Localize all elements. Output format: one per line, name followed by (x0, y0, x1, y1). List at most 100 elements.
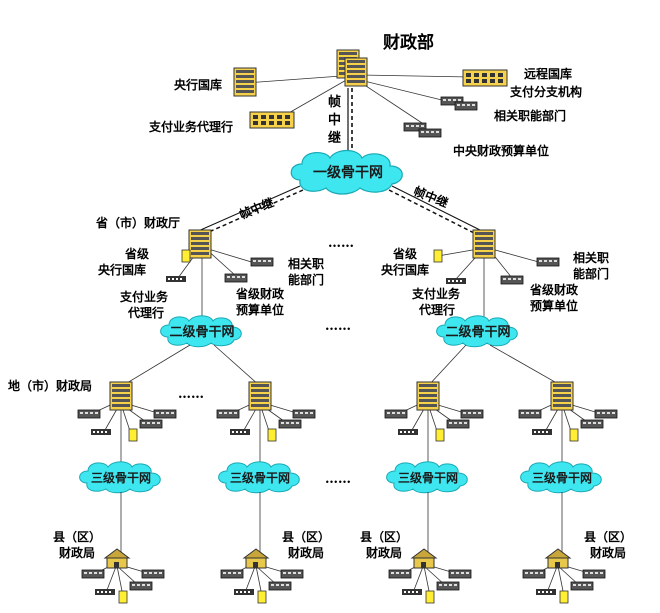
county-title-line1: 县（区） (282, 529, 330, 544)
provincial-dept-unit-icon (250, 257, 274, 267)
city-agent-icon (532, 429, 552, 435)
provincial-budget-label-1: 省级财政 (235, 286, 285, 301)
provincial-ellipsis: …… (328, 236, 354, 251)
county-finance-house-icon (104, 548, 130, 569)
provincial-bank-label-1: 省级 (124, 246, 149, 261)
county-agent-icon (402, 589, 422, 595)
county-unit-icon (141, 569, 165, 579)
provincial-dept-unit-icon (536, 257, 560, 267)
city-unit-icon (594, 409, 618, 419)
provincial-payment-agent-icon (166, 276, 186, 282)
provincial-agent-label-2: 代理行 (127, 305, 164, 320)
county-title-line2: 财政局 (287, 545, 324, 560)
top-links (244, 74, 471, 126)
county-bank-icon (118, 590, 128, 604)
provincial-budget-label-1: 省级财政 (529, 282, 579, 297)
county-bank-icon (257, 590, 267, 604)
city-agent-icon (398, 429, 418, 435)
province-to-city-links (121, 344, 563, 387)
provincial-finance-building-icon (188, 229, 212, 259)
relay-right-label: 帧中继 (411, 183, 450, 210)
related-dept-label: 相关职能部门 (494, 108, 566, 123)
city-bank-icon (128, 428, 138, 442)
provincial-bank-label-2: 央行国库 (98, 262, 146, 277)
city-finance-building-icon (248, 381, 272, 411)
county-bank-icon (559, 590, 569, 604)
central-bank-building-icon (233, 67, 257, 97)
county-agent-icon (234, 589, 254, 595)
level1-backbone-label: 一级骨干网 (313, 164, 383, 181)
city-unit-icon (580, 419, 604, 429)
city-unit-icon (292, 409, 316, 419)
mid-ellipsis: …… (325, 319, 351, 334)
relay-left-label: 帧中继 (237, 195, 276, 222)
city-ellipsis-left: …… (178, 387, 204, 402)
relay-links-to-provinces (195, 185, 485, 237)
county-finance-house-icon (545, 548, 571, 569)
provincial-budget-unit-icon (500, 275, 524, 285)
provincial-budget-label-2: 预算单位 (236, 302, 284, 317)
central-budget-unit-icon (418, 128, 442, 138)
finance-ministry-building-icon (344, 57, 368, 87)
central-bank-label: 央行国库 (174, 77, 222, 92)
county-unit-icon (436, 581, 460, 591)
provincial-agent-label-2: 代理行 (418, 302, 455, 317)
city-agent-icon (230, 429, 250, 435)
city-title: 地（市）财政局 (8, 378, 92, 393)
relay-char: 中 (328, 112, 341, 128)
county-title-line2: 财政局 (58, 545, 95, 560)
central-budget-label: 中央财政预算单位 (453, 143, 549, 158)
city-finance-building-icon (550, 381, 574, 411)
related-dept-unit-icon (454, 101, 478, 111)
provincial-dept-label-1: 相关职 (288, 256, 324, 271)
provincial-bank-label-1: 省级 (392, 246, 417, 261)
county-agent-icon (95, 589, 115, 595)
county-title-line1: 县（区） (53, 529, 101, 544)
city-unit-icon (446, 419, 470, 429)
county-unit-icon (220, 569, 244, 579)
provincial-bank-icon (433, 249, 443, 263)
county-title-line2: 财政局 (589, 545, 626, 560)
city-unit-icon (153, 409, 177, 419)
county-title-line2: 财政局 (365, 545, 402, 560)
city-unit-icon (278, 419, 302, 429)
county-unit-icon (268, 581, 292, 591)
county-agent-icon (536, 589, 556, 595)
remote-treasury-label-1: 远程国库 (524, 66, 572, 81)
county-ellipsis: …… (325, 472, 351, 487)
county-bank-icon (425, 590, 435, 604)
provincial-dept-label-2: 能部门 (288, 272, 324, 287)
county-finance-house-icon (411, 548, 437, 569)
city-unit-icon (77, 409, 101, 419)
county-unit-icon (388, 569, 412, 579)
provincial-payment-agent-icon (446, 278, 466, 284)
city-groups: 三级骨干网县（区）财政局三级骨干网县（区）财政局三级骨干网县（区）财政局三级骨干… (53, 381, 632, 604)
relay-char: 帧 (328, 94, 341, 110)
remote-treasury-icon (462, 69, 508, 87)
level3-backbone-label: 三级骨干网 (91, 470, 151, 485)
level2-backbone-label: 二级骨干网 (169, 324, 234, 340)
relay-vertical-label: 帧 中 继 (328, 94, 341, 146)
payment-agent-bank-icon (249, 111, 295, 129)
city-unit-icon (384, 409, 408, 419)
county-unit-icon (522, 569, 546, 579)
city-unit-icon (518, 409, 542, 419)
provincial-budget-label-2: 预算单位 (530, 298, 578, 313)
remote-treasury-label-2: 支付分支机构 (509, 84, 582, 99)
county-finance-house-icon (243, 548, 269, 569)
city-finance-building-icon (416, 381, 440, 411)
county-unit-icon (570, 581, 594, 591)
county-unit-icon (448, 569, 472, 579)
city-agent-icon (91, 429, 111, 435)
county-title-line1: 县（区） (584, 529, 632, 544)
provincial-dept-label-2: 能部门 (573, 266, 609, 281)
level3-backbone-label: 三级骨干网 (532, 470, 592, 485)
city-unit-icon (139, 419, 163, 429)
ministry-title: 财政部 (382, 32, 434, 53)
top-relay-trunk (347, 88, 353, 160)
provincial-finance-building-icon (472, 229, 496, 259)
